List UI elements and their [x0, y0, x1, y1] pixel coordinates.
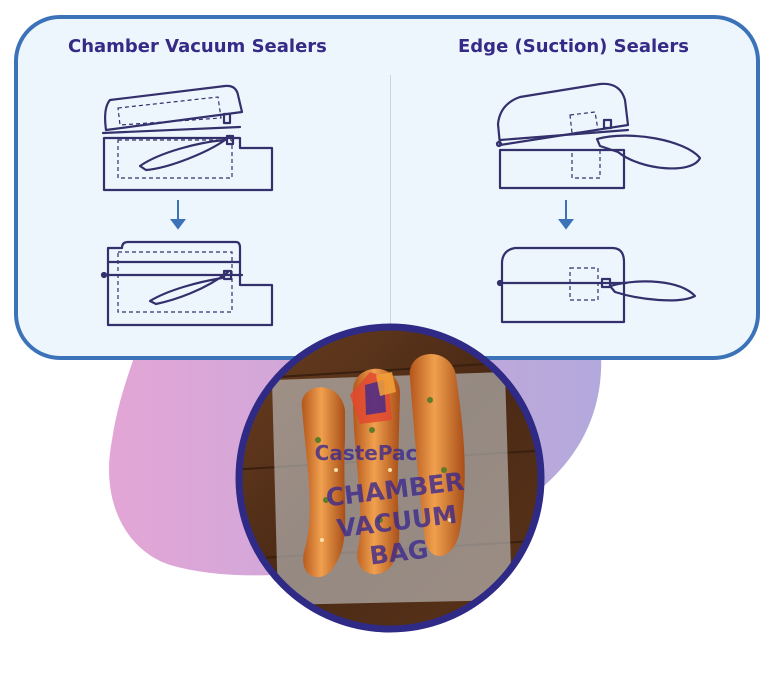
sealer-panel — [14, 15, 760, 360]
panel-divider — [390, 75, 391, 327]
brand-logo-icon — [350, 372, 396, 424]
chamber-sealers-heading: Chamber Vacuum Sealers — [68, 36, 327, 57]
bag-brand-text: CastePac — [315, 441, 418, 465]
photo-ring — [235, 323, 545, 633]
sausage-right — [409, 353, 465, 557]
edge-sealers-heading: Edge (Suction) Sealers — [458, 36, 689, 57]
bag-label-line3: BAG — [368, 535, 430, 571]
sausage-left — [301, 387, 346, 578]
